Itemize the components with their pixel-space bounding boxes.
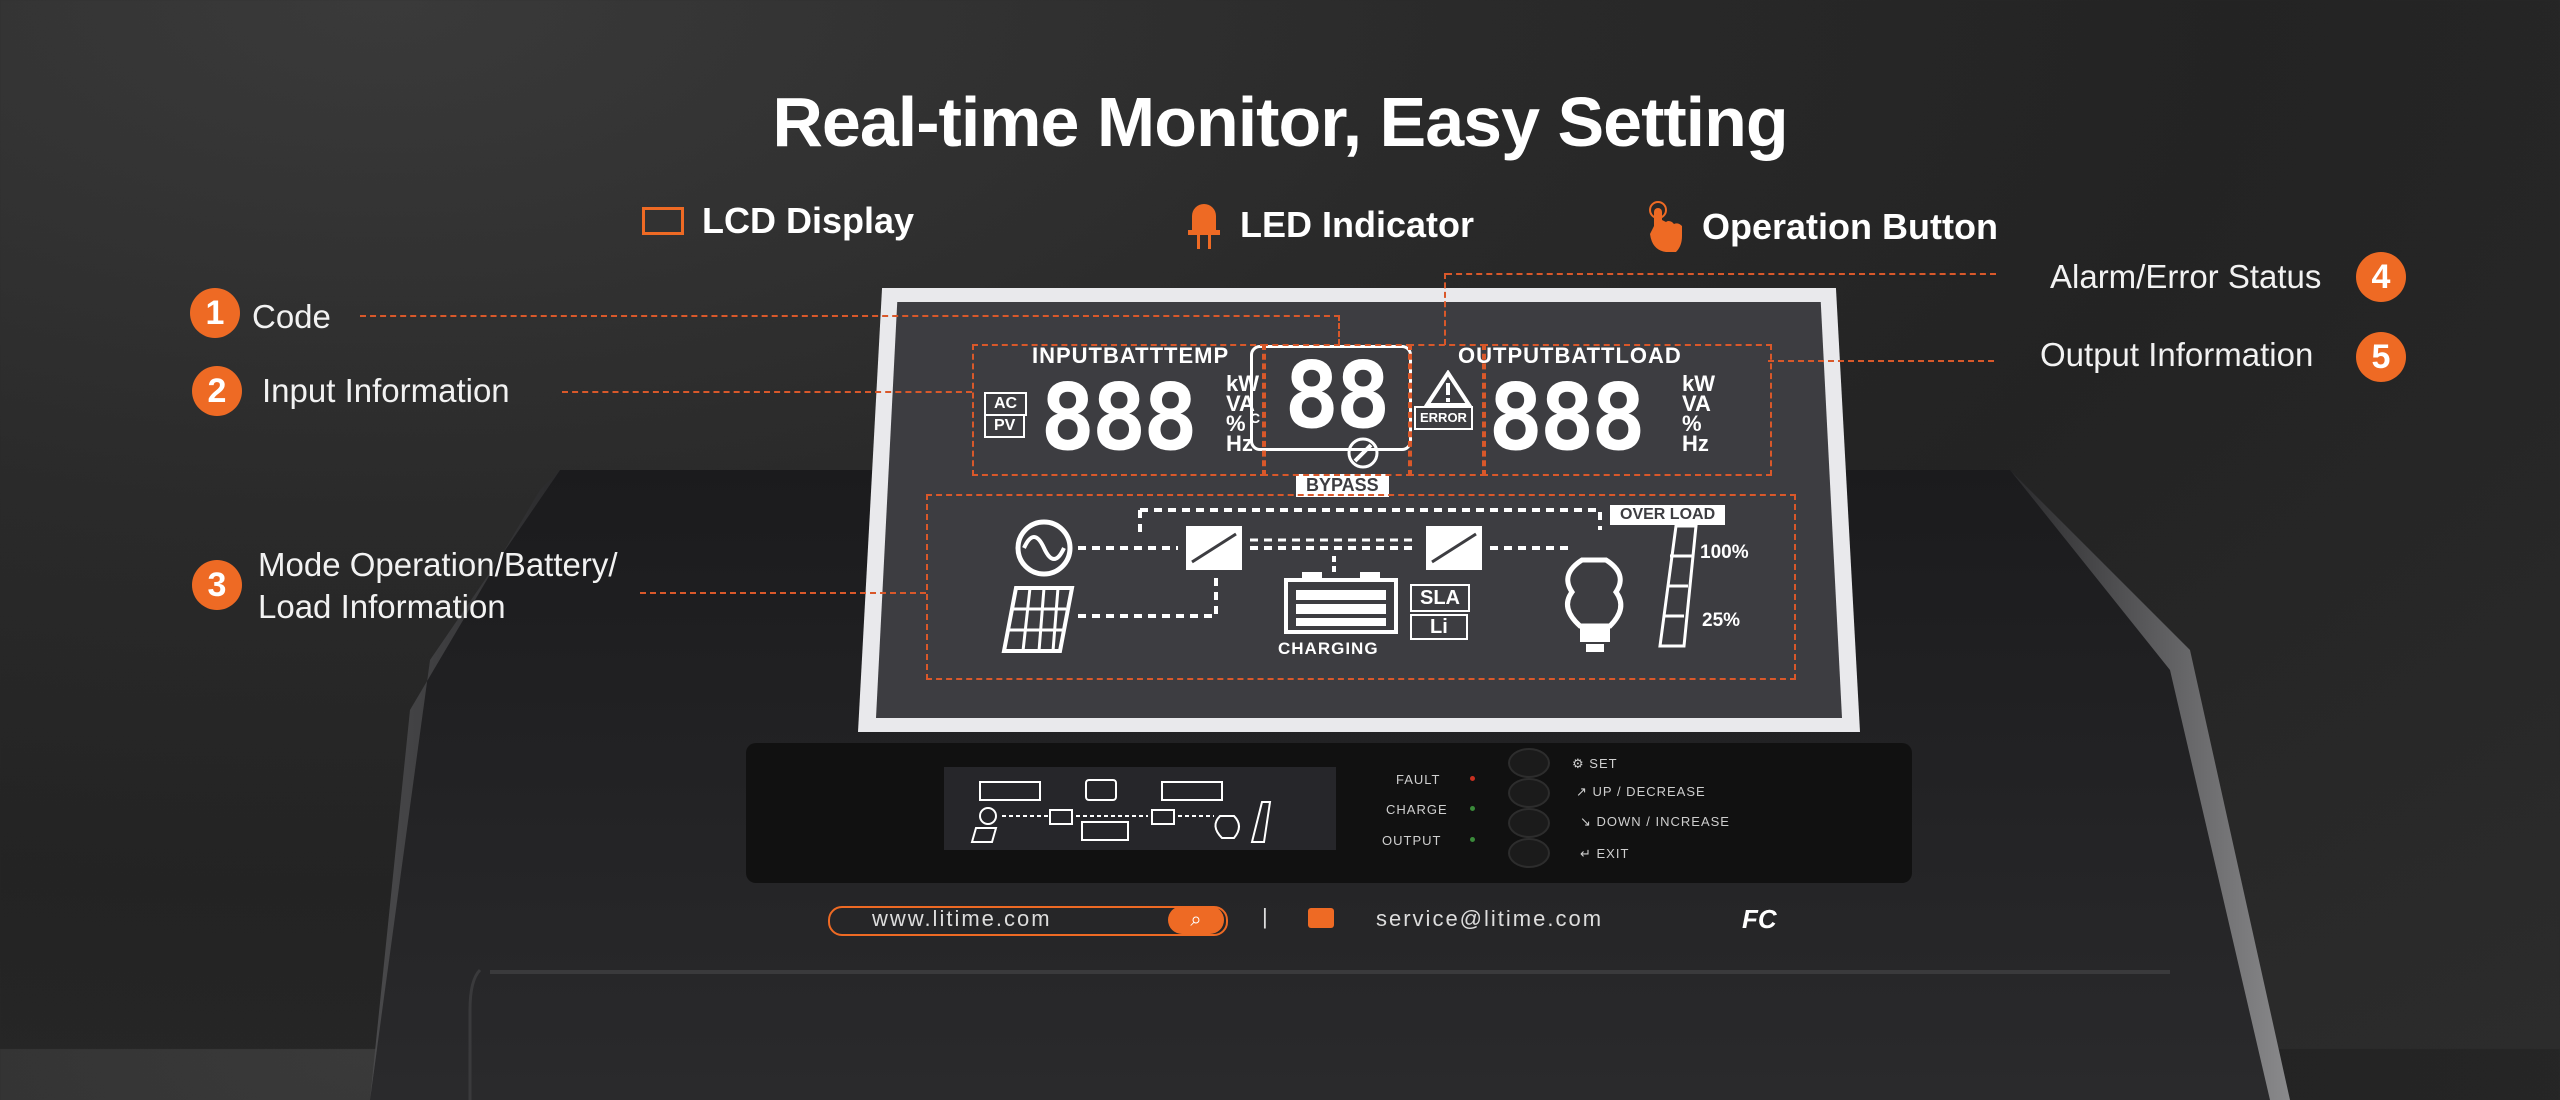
load-100-label: 100% <box>1700 542 1749 563</box>
callout-5-label: Output Information <box>2040 336 2314 373</box>
website-text[interactable]: www.litime.com <box>872 906 1052 931</box>
bypass-tag: BYPASS <box>1296 474 1389 497</box>
input-region <box>972 344 1266 476</box>
exit-label: ↵ EXIT <box>1580 846 1630 861</box>
code-region <box>1262 344 1412 476</box>
callout-5-number: 5 <box>2356 332 2406 382</box>
led-icon <box>1188 204 1220 249</box>
lcd-icon <box>642 207 684 235</box>
callout-4-drop <box>1444 273 1446 345</box>
flow-diagram <box>1001 508 1698 653</box>
mail-icon <box>1308 908 1334 928</box>
up-decrease-label: ↗ UP / DECREASE <box>1576 784 1706 799</box>
mini-lcd-content <box>970 779 1272 843</box>
fcc-logo: FC <box>1742 904 1777 934</box>
output-header: OUTPUTBATTLOAD <box>1458 343 1682 368</box>
email-text[interactable]: service@litime.com <box>1376 906 1604 931</box>
wrench-icon <box>1347 437 1379 469</box>
callout-3-number: 3 <box>192 560 242 610</box>
charging-label: CHARGING <box>1278 639 1379 658</box>
led-fault <box>1470 776 1475 781</box>
legend-lcd-display: LCD Display <box>642 200 914 242</box>
set-label: ⚙ SET <box>1572 756 1618 771</box>
led-charge-label: CHARGE <box>1386 802 1448 817</box>
callout-1-label: Code <box>252 298 331 335</box>
callout-2-label: Input Information <box>262 372 510 409</box>
up-arrow-icon: ↗ <box>1576 784 1593 799</box>
led-output <box>1470 837 1475 842</box>
up-decrease-button[interactable] <box>1508 778 1550 808</box>
output-region <box>1482 344 1772 476</box>
set-button[interactable] <box>1508 748 1550 778</box>
search-icon: ⌕ <box>1168 906 1224 934</box>
legend-operation-button: Operation Button <box>1646 200 1998 254</box>
callout-1-line <box>360 315 1340 317</box>
unit-celsius: C <box>1250 410 1261 426</box>
legend-led-indicator: LED Indicator <box>1186 200 1474 250</box>
callout-1-number: 1 <box>190 288 240 338</box>
code-digits: 88 <box>1284 342 1391 449</box>
sla-tag: SLA <box>1410 584 1470 612</box>
down-increase-label: ↘ DOWN / INCREASE <box>1580 814 1730 829</box>
led-charge <box>1470 806 1475 811</box>
callout-1-drop <box>1338 315 1340 345</box>
callout-3-line <box>640 592 926 594</box>
down-increase-button[interactable] <box>1508 808 1550 838</box>
output-digits: 888 <box>1488 364 1646 471</box>
mini-lcd <box>944 767 1336 850</box>
warning-icon <box>1424 370 1472 407</box>
website-pill <box>828 906 1228 936</box>
pv-tag: PV <box>984 414 1026 438</box>
led-fault-label: FAULT <box>1396 772 1441 787</box>
output-units: kW VA % Hz <box>1682 371 1715 456</box>
callout-2-number: 2 <box>192 366 242 416</box>
callout-5-line <box>1768 360 1994 362</box>
callout-4-line <box>1446 273 1996 275</box>
load-25-label: 25% <box>1702 610 1741 631</box>
li-tag: Li <box>1410 614 1468 640</box>
overload-tag: OVER LOAD <box>1610 505 1726 525</box>
gear-icon: ⚙ <box>1572 756 1590 771</box>
separator: | <box>1262 904 1270 929</box>
down-arrow-icon: ↘ <box>1580 814 1597 829</box>
callout-3-label: Mode Operation/Battery/ Load Information <box>258 546 618 625</box>
led-output-label: OUTPUT <box>1382 833 1442 848</box>
tap-icon <box>1649 201 1682 252</box>
callout-4-number: 4 <box>2356 252 2406 302</box>
alarm-region <box>1408 344 1486 476</box>
exit-button[interactable] <box>1508 838 1550 868</box>
error-tag: ERROR <box>1414 406 1473 430</box>
mode-region <box>926 494 1796 680</box>
return-icon: ↵ <box>1580 846 1597 861</box>
input-header: INPUTBATTTEMP <box>1032 343 1230 368</box>
callout-4-label: Alarm/Error Status <box>2050 258 2322 295</box>
page-title: Real-time Monitor, Easy Setting <box>772 83 1788 161</box>
input-digits: 888 <box>1040 364 1198 471</box>
callout-2-line <box>562 391 972 393</box>
